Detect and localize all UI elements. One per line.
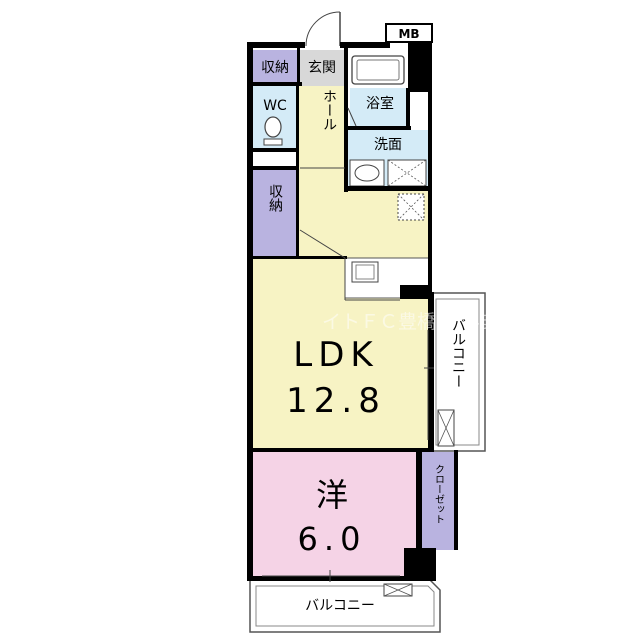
kitchen-sink <box>351 261 379 283</box>
toilet <box>263 116 283 146</box>
window-marks <box>262 330 434 582</box>
hall-floor <box>298 86 348 190</box>
mb-label: MB <box>398 27 419 41</box>
storage-top-floor <box>252 50 298 84</box>
western-name-label: 洋 <box>316 476 348 514</box>
western-floor <box>252 452 420 576</box>
storage-top-label: 収納 <box>261 60 289 76</box>
ac-unit-bottom <box>383 583 413 597</box>
western-size-label: 6.0 <box>298 520 367 558</box>
ldk-name-label: LDK <box>293 335 378 375</box>
closet-label: クローゼット <box>433 464 445 524</box>
bath-floor-tint <box>350 88 408 126</box>
storage-side-label: 収納 <box>267 184 283 213</box>
bath-label: 浴室 <box>366 95 394 112</box>
mb-box <box>385 23 433 43</box>
wash-basin <box>349 159 385 187</box>
bathtub <box>351 55 405 85</box>
wc-label: WC <box>263 98 287 114</box>
ac-unit <box>437 409 455 447</box>
watermark-text: イトＦＣ豊橋あけぼ <box>322 311 493 333</box>
washing-machine <box>387 159 427 187</box>
storage-side-floor <box>252 170 298 258</box>
hall-label: ホール <box>321 89 337 131</box>
walls <box>247 42 458 581</box>
entrance-floor <box>298 50 346 86</box>
washroom-label: 洗面 <box>374 137 402 153</box>
ldk-size-label: 12.8 <box>286 381 386 421</box>
entrance-label: 玄関 <box>308 59 336 76</box>
fridge-space <box>397 193 425 221</box>
balcony-bottom-label: バルコニー <box>305 598 375 614</box>
closet-floor <box>420 452 456 550</box>
balcony-side-label: バルコニー <box>450 318 466 388</box>
entrance-door <box>305 11 341 47</box>
thin-partitions <box>299 107 400 301</box>
